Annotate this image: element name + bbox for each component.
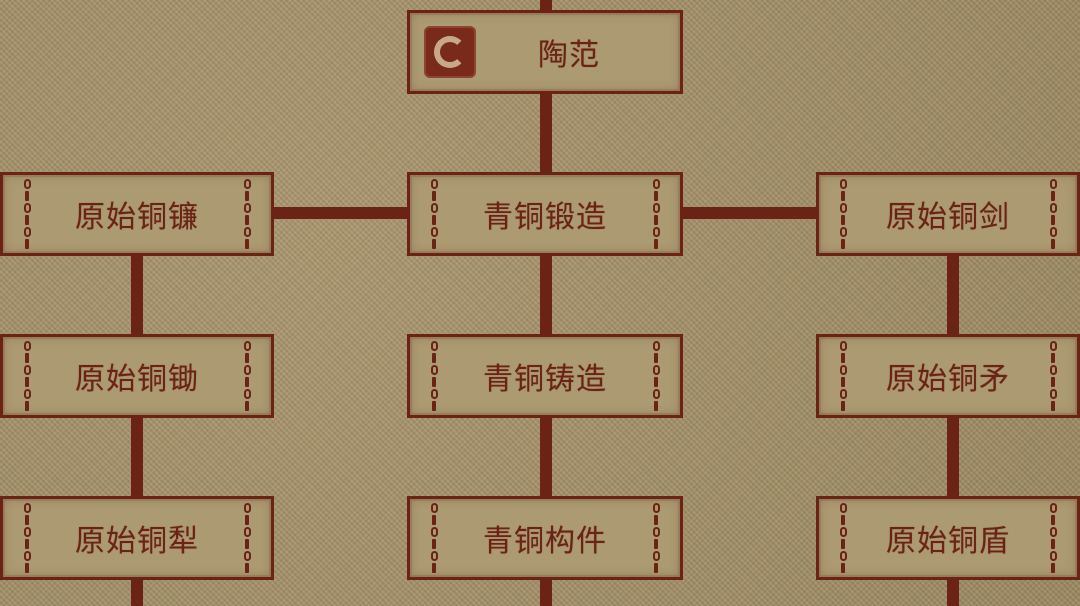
chain-icon <box>241 503 253 573</box>
chain-icon <box>21 179 33 249</box>
tech-node-label: 原始铜剑 <box>886 200 1010 235</box>
tech-node-label: 青铜构件 <box>483 524 607 559</box>
tech-node-yuanshi-tongmao[interactable]: 原始铜矛 <box>816 334 1080 418</box>
connector-line <box>540 578 552 606</box>
tech-node-yuanshi-tongdun[interactable]: 原始铜盾 <box>816 496 1080 580</box>
tech-node-yuanshi-tongjian[interactable]: 原始铜剑 <box>816 172 1080 256</box>
connector-line <box>540 416 552 498</box>
chain-icon <box>837 503 849 573</box>
tech-node-label: 原始铜犁 <box>75 524 199 559</box>
chain-icon <box>241 341 253 411</box>
chain-icon <box>1047 179 1059 249</box>
tech-node-label: 原始铜矛 <box>886 362 1010 397</box>
connector-line <box>947 416 959 498</box>
chain-icon <box>428 503 440 573</box>
chain-icon <box>21 341 33 411</box>
tech-node-yuanshi-tongli[interactable]: 原始铜犁 <box>0 496 274 580</box>
chain-icon <box>837 179 849 249</box>
tech-node-tongqing-duanzao[interactable]: 青铜锻造 <box>407 172 683 256</box>
chain-icon <box>650 503 662 573</box>
connector-line <box>131 254 143 336</box>
tech-node-label: 青铜铸造 <box>483 362 607 397</box>
tech-node-label: 原始铜盾 <box>886 524 1010 559</box>
tech-node-yuanshi-tongchu[interactable]: 原始铜锄 <box>0 334 274 418</box>
chain-icon <box>650 179 662 249</box>
tech-node-label: 原始铜镰 <box>75 200 199 235</box>
tech-node-tongqing-goujian[interactable]: 青铜构件 <box>407 496 683 580</box>
tech-node-label: 原始铜锄 <box>75 362 199 397</box>
chain-icon <box>650 341 662 411</box>
connector-line <box>540 92 552 174</box>
chain-icon <box>837 341 849 411</box>
tech-node-yuanshi-tonglian[interactable]: 原始铜镰 <box>0 172 274 256</box>
connector-line <box>540 254 552 336</box>
pottery-mold-icon <box>424 26 476 78</box>
chain-icon <box>1047 341 1059 411</box>
chain-icon <box>428 179 440 249</box>
tech-node-taofan[interactable]: 陶范 <box>407 10 683 94</box>
tech-node-label: 陶范 <box>538 38 600 73</box>
tech-node-label: 青铜锻造 <box>483 200 607 235</box>
connector-line <box>131 416 143 498</box>
tech-node-tongqing-zhuzao[interactable]: 青铜铸造 <box>407 334 683 418</box>
chain-icon <box>428 341 440 411</box>
chain-icon <box>1047 503 1059 573</box>
connector-line <box>272 207 410 219</box>
connector-line <box>682 207 820 219</box>
chain-icon <box>241 179 253 249</box>
connector-line <box>947 254 959 336</box>
connector-line <box>131 578 143 606</box>
connector-line <box>947 578 959 606</box>
chain-icon <box>21 503 33 573</box>
